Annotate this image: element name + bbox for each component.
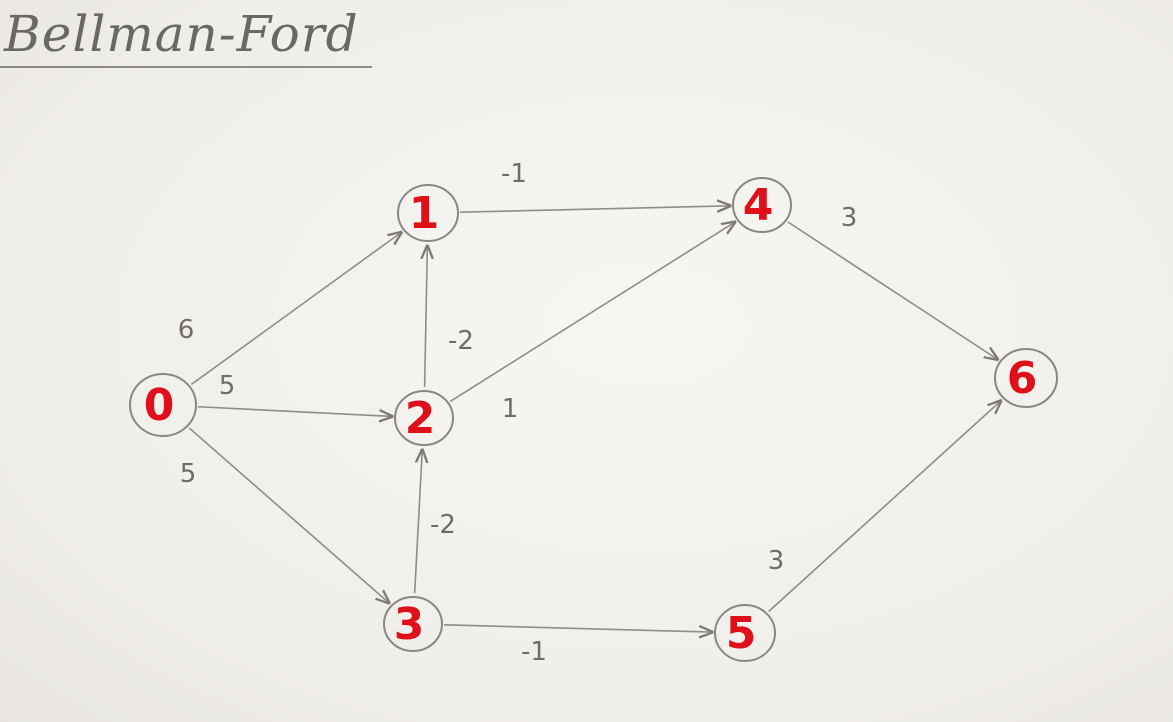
node-label-6: 6: [1007, 353, 1038, 404]
edge-0-3: [188, 427, 389, 603]
edge-weight-3-5: -1: [521, 637, 547, 667]
edge-1-4: [459, 206, 730, 214]
edge-weight-2-4: 1: [502, 394, 519, 424]
title-underline: [0, 66, 372, 68]
edge-4-6: [787, 221, 998, 359]
node-4: 4: [732, 177, 792, 233]
node-circle-6: [994, 348, 1058, 408]
node-label-3: 3: [394, 599, 425, 650]
edge-weight-2-1: -2: [448, 326, 474, 356]
edge-0-1: [190, 232, 401, 386]
edge-3-2: [413, 450, 423, 594]
node-label-4: 4: [743, 180, 774, 231]
node-label-2: 2: [405, 393, 436, 444]
node-3: 3: [383, 596, 443, 652]
node-circle-2: [394, 390, 454, 446]
edge-weight-0-2: 5: [219, 371, 236, 401]
node-5: 5: [714, 604, 776, 662]
node-label-0: 0: [144, 380, 175, 431]
node-label-1: 1: [409, 188, 440, 239]
edge-0-2: [197, 405, 392, 417]
node-circle-4: [732, 177, 792, 233]
node-circle-5: [714, 604, 776, 662]
edge-weight-3-2: -2: [430, 510, 456, 540]
edge-2-1: [425, 246, 428, 388]
node-2: 2: [394, 390, 454, 446]
edge-weight-0-3: 5: [180, 459, 197, 489]
edge-3-5: [443, 624, 712, 632]
edge-weight-4-6: 3: [841, 203, 858, 233]
edge-5-6: [768, 401, 1001, 613]
node-0: 0: [129, 373, 197, 437]
edge-2-4: [449, 222, 735, 403]
edge-weight-0-1: 6: [178, 315, 195, 345]
weights-layer: 655-1-21-2-133: [178, 159, 858, 667]
edge-weight-1-4: -1: [501, 159, 527, 189]
edges-layer: [188, 206, 1001, 632]
diagram-title: Bellman-Ford: [4, 5, 359, 63]
node-circle-1: [397, 184, 459, 242]
node-label-5: 5: [726, 608, 757, 659]
node-6: 6: [994, 348, 1058, 408]
node-1: 1: [397, 184, 459, 242]
node-circle-0: [129, 373, 197, 437]
edge-weight-5-6: 3: [768, 546, 785, 576]
node-circle-3: [383, 596, 443, 652]
